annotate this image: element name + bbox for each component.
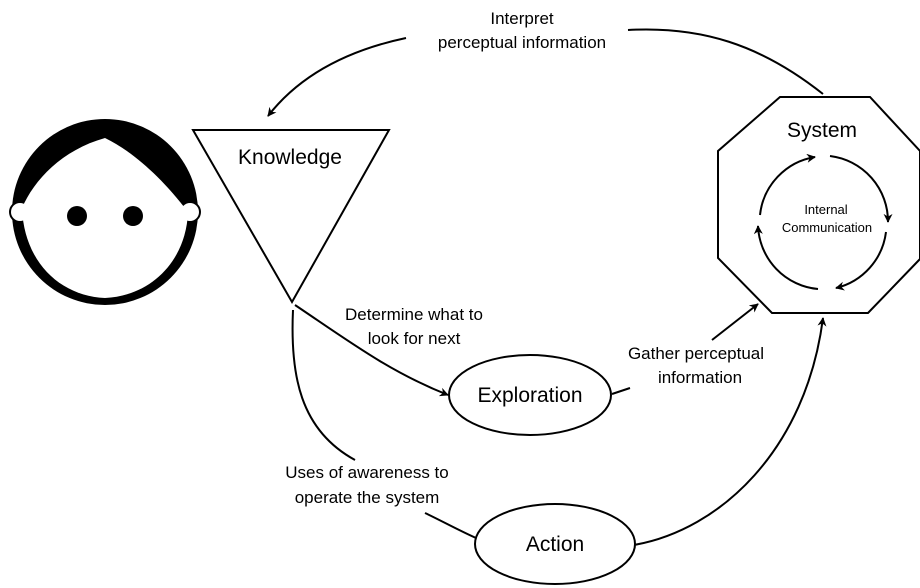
interpret-label-line2: perceptual information bbox=[438, 33, 606, 52]
internal-label-line2: Communication bbox=[782, 220, 872, 235]
uses-line bbox=[291, 309, 477, 539]
action-node: Action bbox=[474, 503, 636, 585]
gather-label-line1: Gather perceptual bbox=[628, 344, 764, 363]
action-label: Action bbox=[526, 533, 584, 556]
exploration-node: Exploration bbox=[448, 354, 612, 436]
system-node: System Internal Communication bbox=[717, 96, 920, 314]
knowledge-label: Knowledge bbox=[238, 146, 342, 169]
internal-label-line1: Internal bbox=[804, 202, 847, 217]
system-label: System bbox=[787, 119, 857, 142]
gather-label-line2: information bbox=[658, 368, 742, 387]
internal-communication-cycle bbox=[753, 153, 893, 291]
determine-label-line1: Determine what to bbox=[345, 305, 483, 324]
interpret-arrow bbox=[268, 28, 824, 116]
determine-label-line2: look for next bbox=[368, 329, 461, 348]
knowledge-node: Knowledge bbox=[191, 129, 391, 305]
exploration-label: Exploration bbox=[477, 384, 582, 407]
action-arrow bbox=[633, 317, 827, 546]
interpret-label-line1: Interpret bbox=[490, 9, 554, 28]
uses-label-line1: Uses of awareness to bbox=[285, 463, 448, 482]
face-icon bbox=[9, 119, 201, 305]
uses-label-line2: operate the system bbox=[295, 488, 440, 507]
gather-arrow bbox=[611, 304, 758, 395]
determine-arrow bbox=[294, 304, 449, 397]
